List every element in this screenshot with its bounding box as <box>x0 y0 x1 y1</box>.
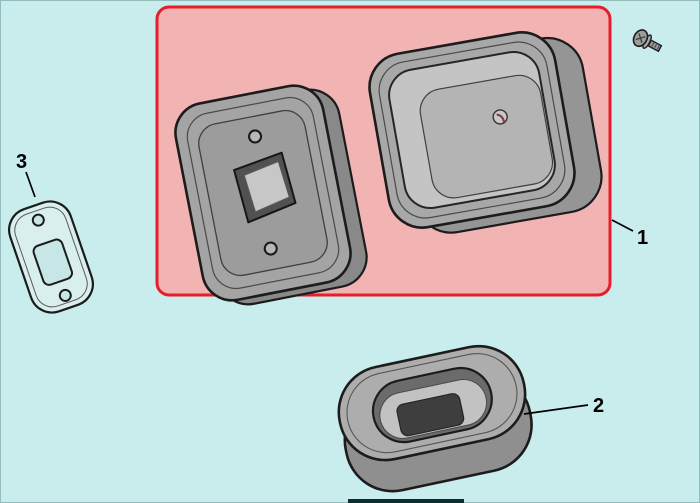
callout-1-label: 1 <box>637 227 648 249</box>
screw-head-slot <box>635 33 646 44</box>
part-muffler-plate <box>174 84 368 306</box>
filter-through-hole <box>396 393 465 437</box>
callout-3-line <box>25 171 36 198</box>
callout-1-line <box>611 219 634 232</box>
callout-2: 2 <box>523 395 604 417</box>
gasket-opening <box>32 238 74 286</box>
part-gasket <box>8 200 94 314</box>
callout-1: 1 <box>611 219 648 249</box>
callout-3-label: 3 <box>16 151 27 173</box>
bottom-edge-mark <box>348 499 464 503</box>
callout-3: 3 <box>16 151 36 198</box>
gasket-inner-line <box>14 206 88 308</box>
plate-bolt-hole-bottom <box>263 241 278 256</box>
screw-icon <box>632 29 663 53</box>
gasket-bolt-hole-top <box>31 213 45 227</box>
housing-clip-detail <box>496 113 506 123</box>
housing-interior-bottom <box>419 74 554 199</box>
screw-washer <box>642 34 652 49</box>
plate-face-inner-line <box>186 96 340 290</box>
part-filter-housing <box>368 31 603 234</box>
filter-top-inner-line <box>346 352 518 454</box>
plate-center-port-inner <box>243 161 290 213</box>
gasket-bolt-hole-bottom <box>58 288 72 302</box>
housing-rim-inner-line <box>378 41 566 219</box>
part-filter-element <box>337 344 533 493</box>
plate-bolt-hole-top <box>248 129 263 144</box>
screw-threads <box>648 40 661 51</box>
callout-2-label: 2 <box>593 395 604 417</box>
callout-2-line <box>523 404 589 415</box>
